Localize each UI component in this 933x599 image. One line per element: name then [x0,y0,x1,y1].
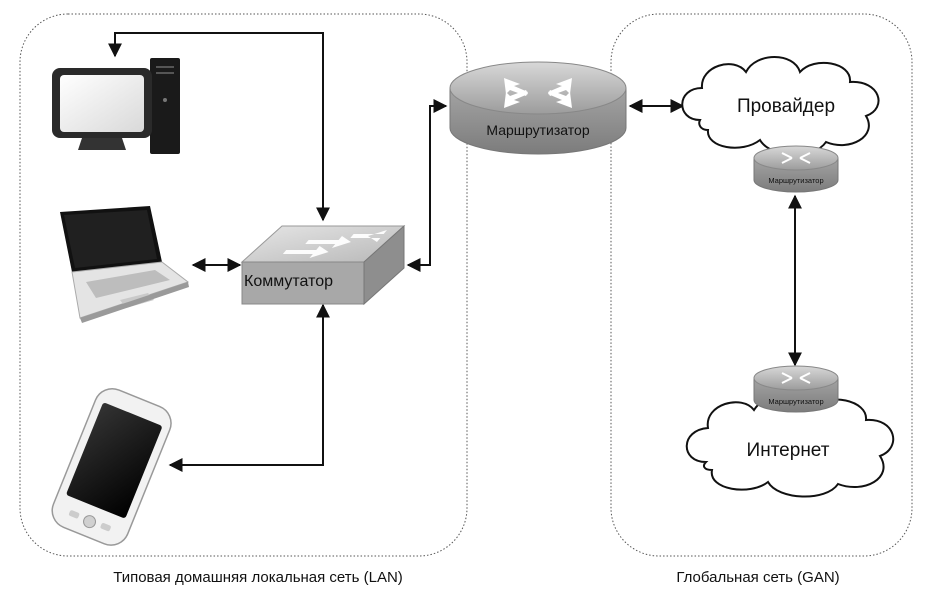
gan-zone [610,13,913,557]
provider-router-icon: Маршрутизатор [753,145,839,193]
desktop-computer-icon [52,58,180,154]
gan-caption: Глобальная сеть (GAN) [676,569,839,586]
laptop-icon [60,206,190,323]
switch-label: Коммутатор [244,273,333,290]
lan-caption: Типовая домашняя локальная сеть (LAN) [113,569,403,586]
link-switch-phone [168,303,330,472]
internet-label: Интернет [747,440,830,461]
internet-router-icon: Маршрутизатор [753,365,839,413]
provider-label: Провайдер [737,96,835,117]
connections [108,32,802,472]
internet-cloud-icon: Интернет [685,393,895,498]
main-router-icon: Маршрутизатор [449,61,627,155]
provider-cloud-icon: Провайдер [681,56,880,156]
internet-router-label: Маршрутизатор [768,397,823,406]
link-switch-desktop [108,32,330,222]
switch-icon: Коммутатор [240,224,406,306]
smartphone-icon [51,388,172,546]
main-router-label: Маршрутизатор [486,122,589,138]
lan-zone [19,13,468,557]
link-switch-router [406,99,448,272]
provider-router-label: Маршрутизатор [768,176,823,185]
